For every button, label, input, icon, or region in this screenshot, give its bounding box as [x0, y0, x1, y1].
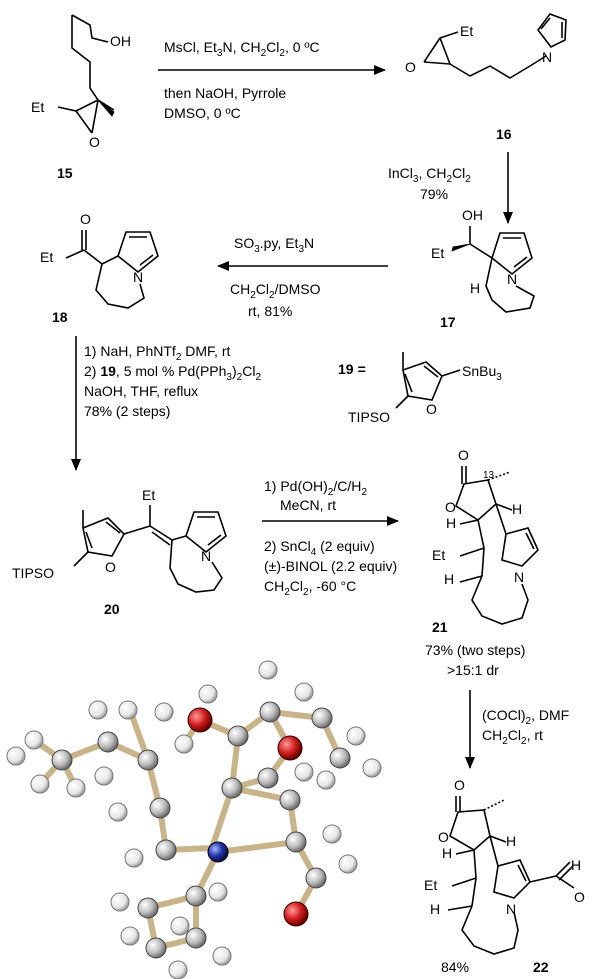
svg-text:H: H [446, 515, 456, 531]
svg-text:InCl3, CH2Cl2: InCl3, CH2Cl2 [388, 165, 471, 185]
svg-text:OH: OH [462, 207, 483, 223]
svg-text:CH2Cl2, -60 °C: CH2Cl2, -60 °C [264, 578, 356, 598]
svg-text:O: O [426, 401, 437, 417]
svg-text:O: O [445, 499, 456, 515]
svg-text:N: N [133, 269, 143, 285]
conditions-step-4: 1) NaH, PhNTf2 DMF, rt 2) 19, 5 mol % Pd… [84, 343, 261, 419]
ethyl-label-15: Et [31, 99, 44, 115]
compound-number-17: 17 [440, 314, 456, 330]
compound-18: O Et N 18 [40, 211, 159, 325]
compound-17: OH Et N H 17 [431, 207, 535, 330]
svg-text:rt, 81%: rt, 81% [248, 303, 292, 319]
svg-text:CH2Cl2/DMSO: CH2Cl2/DMSO [230, 281, 321, 301]
svg-text:Et: Et [40, 249, 53, 265]
conditions-step-5: 1) Pd(OH)2/C/H2 MeCN, rt 2) SnCl4 (2 equ… [264, 478, 397, 598]
svg-text:MeCN, rt: MeCN, rt [280, 497, 336, 513]
svg-text:MsCl, Et3N, CH2Cl2, 0 ºC: MsCl, Et3N, CH2Cl2, 0 ºC [164, 39, 320, 59]
compound-number-22: 22 [533, 959, 549, 975]
compound-22: O O H H Et H N H O 84% 22 [424, 777, 585, 975]
compound-16: Et O N 16 [405, 13, 567, 142]
svg-text:N: N [506, 901, 516, 917]
conditions-step-6: (COCl)2, DMF CH2Cl2, rt [482, 707, 569, 747]
svg-text:H: H [444, 571, 454, 587]
svg-text:1) Pd(OH)2/C/H2: 1) Pd(OH)2/C/H2 [264, 478, 367, 498]
conditions-step-2: InCl3, CH2Cl2 79% [388, 165, 471, 202]
svg-text:NaOH, THF, reflux: NaOH, THF, reflux [84, 383, 198, 399]
svg-text:O: O [80, 211, 91, 227]
svg-text:N: N [514, 569, 524, 585]
conditions-step-1: MsCl, Et3N, CH2Cl2, 0 ºC then NaOH, Pyrr… [164, 39, 320, 121]
compound-number-15: 15 [57, 165, 73, 181]
svg-text:TIPSO: TIPSO [12, 565, 54, 581]
svg-text:>15:1 dr: >15:1 dr [447, 662, 499, 678]
svg-text:H: H [430, 901, 440, 917]
yield-22: 84% [441, 959, 469, 975]
svg-text:78% (2 steps): 78% (2 steps) [84, 403, 170, 419]
svg-text:Et: Et [460, 23, 473, 39]
svg-text:19=: 19= [338, 361, 366, 377]
svg-text:O: O [454, 777, 465, 793]
svg-text:(±)-BINOL (2.2 equiv): (±)-BINOL (2.2 equiv) [264, 558, 397, 574]
svg-text:79%: 79% [420, 186, 448, 202]
svg-text:SO3.py, Et3N: SO3.py, Et3N [234, 235, 314, 255]
svg-text:1) NaH, PhNTf2 DMF, rt: 1) NaH, PhNTf2 DMF, rt [84, 343, 230, 363]
svg-text:N: N [201, 548, 211, 564]
svg-text:73% (two steps): 73% (two steps) [425, 642, 525, 658]
svg-text:H: H [442, 845, 452, 861]
compound-number-18: 18 [52, 309, 68, 325]
svg-text:Et: Et [142, 487, 155, 503]
svg-text:O: O [458, 447, 469, 463]
compound-number-16: 16 [496, 126, 512, 142]
compound-21: O O 13 H H Et H N 21 [432, 447, 539, 635]
hydroxyl-label: OH [110, 33, 131, 49]
svg-text:O: O [105, 559, 116, 575]
svg-text:Et: Et [431, 245, 444, 261]
compound-19: 19= SnBu3 O TIPSO [338, 352, 502, 425]
svg-text:DMSO, 0 ºC: DMSO, 0 ºC [164, 105, 241, 121]
svg-text:O: O [405, 59, 416, 75]
svg-text:N: N [542, 49, 552, 65]
compound-number-21: 21 [432, 619, 448, 635]
compound-number-20: 20 [104, 601, 120, 617]
conditions-step-3: SO3.py, Et3N CH2Cl2/DMSO rt, 81% [230, 235, 321, 319]
svg-text:(COCl)2, DMF: (COCl)2, DMF [482, 707, 569, 727]
yield-21: 73% (two steps) >15:1 dr [425, 642, 525, 678]
svg-text:Et: Et [424, 877, 437, 893]
svg-text:TIPSO: TIPSO [348, 409, 390, 425]
svg-text:N: N [507, 271, 517, 287]
svg-text:O: O [438, 829, 449, 845]
compound-20: O TIPSO Et N 20 [12, 487, 227, 617]
svg-text:then NaOH, Pyrrole: then NaOH, Pyrrole [164, 85, 286, 101]
compound-15: OH Et O 15 [31, 14, 131, 181]
svg-text:Et: Et [432, 547, 445, 563]
crystal-structure-model [6, 660, 382, 979]
svg-text:2) 19, 5 mol % Pd(PPh3)2Cl2: 2) 19, 5 mol % Pd(PPh3)2Cl2 [84, 363, 261, 383]
carbon-13-label: 13 [483, 470, 495, 481]
svg-text:H: H [506, 833, 516, 849]
svg-text:2) SnCl4 (2 equiv): 2) SnCl4 (2 equiv) [264, 538, 375, 558]
svg-text:O: O [574, 889, 585, 905]
svg-text:H: H [571, 857, 581, 873]
svg-text:SnBu3: SnBu3 [462, 363, 502, 383]
svg-text:CH2Cl2, rt: CH2Cl2, rt [482, 727, 543, 747]
svg-text:H: H [512, 501, 522, 517]
epoxide-o-15: O [89, 134, 100, 150]
svg-text:H: H [470, 280, 480, 296]
